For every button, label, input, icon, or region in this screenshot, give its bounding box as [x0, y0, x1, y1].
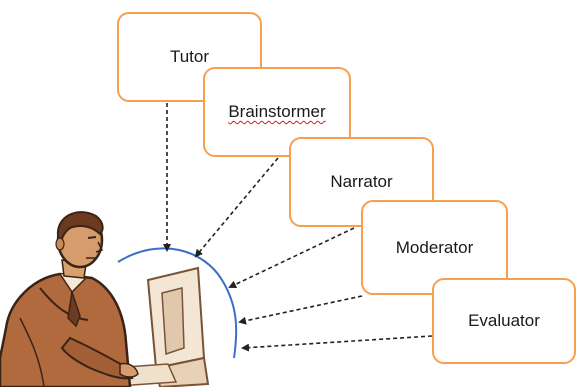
arrow-evaluator	[241, 335, 433, 352]
role-label-moderator: Moderator	[395, 237, 474, 257]
role-label-brainstormer: Brainstormer	[228, 102, 326, 121]
arrow-narrator	[228, 227, 355, 289]
role-label-narrator: Narrator	[330, 172, 393, 191]
person-at-computer-icon	[0, 211, 210, 387]
receiver-arc	[117, 247, 238, 359]
role-label-evaluator: Evaluator	[468, 311, 540, 330]
arrow-brainstormer	[194, 157, 279, 258]
arrow-moderator	[238, 295, 363, 325]
role-box-evaluator: Evaluator	[432, 278, 576, 364]
role-label-tutor: Tutor	[169, 47, 210, 66]
